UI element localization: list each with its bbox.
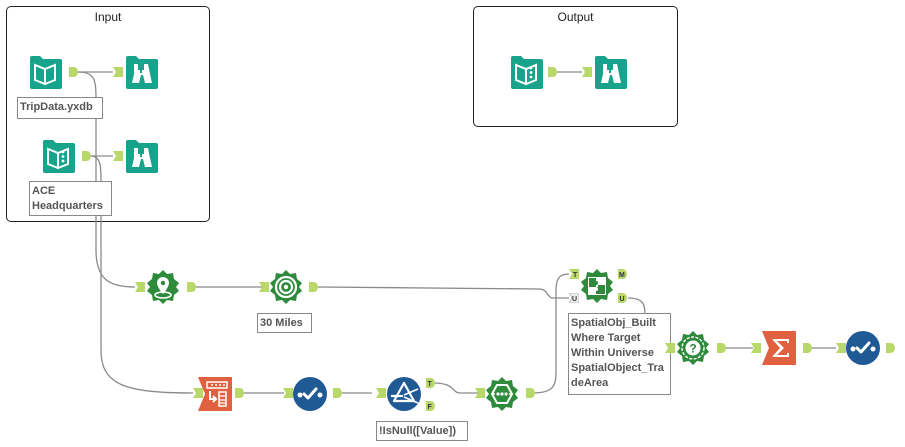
input-anchor[interactable] [283,388,293,398]
input-anchor[interactable] [665,343,675,353]
create-points-icon [147,270,179,304]
output-anchor[interactable] [333,388,342,398]
output-anchor[interactable] [82,151,91,161]
text-input-icon [511,56,543,89]
wire-tradearea-to-spatialmatch-universe [317,286,569,299]
transpose-icon [198,377,232,411]
input-anchor[interactable] [259,282,269,292]
spatial-match-target-anchor[interactable]: T [569,269,579,279]
output-anchor[interactable] [235,388,244,398]
select-tool-final[interactable] [845,330,881,366]
input-anchor[interactable] [475,388,485,398]
annotation-line: ACE [32,185,56,197]
spatial-match-unmatched-anchor[interactable]: U [618,293,627,303]
input-anchor[interactable] [582,67,592,77]
svg-text:F: F [428,404,433,411]
browse-icon [126,140,158,173]
annotation-trade-area: 30 Miles [257,313,312,333]
create-points-tool[interactable] [145,269,181,305]
filter-true-anchor[interactable]: T [426,378,435,388]
browse-tool-2[interactable] [123,138,159,174]
output-anchor[interactable] [309,282,318,292]
annotation-line: Where Target [571,332,641,344]
svg-text:U: U [620,296,625,303]
text-input-tool-ace[interactable] [40,138,76,174]
spatial-info-icon: ? [677,331,709,365]
svg-text:T: T [573,272,578,279]
svg-text:U: U [572,296,577,303]
input-container-title: Input [94,10,122,24]
input-anchor[interactable] [836,343,846,353]
filter-tool[interactable] [386,376,422,412]
input-anchor[interactable] [135,282,145,292]
browse-icon [126,56,158,89]
wire-spatialprocess-to-spatialmatch-target [531,273,570,394]
spatial-match-matched-anchor[interactable]: M [618,269,627,279]
annotation-line: deArea [571,377,609,389]
svg-text:?: ? [689,342,696,356]
browse-icon [595,56,627,89]
wire-filter-true-to-spatialprocess [433,382,478,394]
annotation-line: SpatialObj_Built [571,317,656,329]
select-tool-1[interactable] [292,376,328,412]
output-anchor[interactable] [886,343,895,353]
annotation-spatial-match: SpatialObj_Built Where Target Within Uni… [568,313,671,395]
browse-tool-output[interactable] [592,54,628,90]
select-icon [846,331,880,365]
text-input-tool-output[interactable] [508,54,544,90]
summarize-icon [762,331,796,365]
annotation-line: SpatialObject_Tra [571,362,664,374]
output-anchor[interactable] [803,343,812,353]
output-anchor[interactable] [717,343,726,353]
annotation-line: Within Universe [571,347,655,359]
input-data-tool-tripdata[interactable] [27,54,63,90]
svg-text:T: T [428,381,433,388]
spatial-match-tool[interactable] [579,268,615,304]
input-data-icon [30,56,62,89]
input-anchor[interactable] [193,388,203,398]
text-input-icon [43,140,75,173]
spatial-process-tool[interactable] [484,376,520,412]
output-anchor[interactable] [69,67,78,77]
annotation-line: Headquarters [32,200,103,212]
browse-tool-1[interactable] [123,54,159,90]
spatial-info-tool[interactable]: ? [675,330,711,366]
output-anchor[interactable] [526,388,535,398]
input-anchor[interactable] [751,343,761,353]
spatial-process-icon [486,377,518,411]
trade-area-icon [270,270,302,304]
input-anchor[interactable] [376,388,386,398]
filter-false-anchor[interactable]: F [426,401,435,411]
annotation-ace-headquarters: ACE Headquarters [29,181,112,216]
svg-text:M: M [619,272,625,279]
output-container-title: Output [557,10,594,24]
output-container[interactable]: Output [473,6,678,127]
output-anchor[interactable] [548,67,557,77]
select-icon [293,377,327,411]
spatial-match-universe-anchor[interactable]: U [569,293,579,303]
input-anchor[interactable] [113,151,123,161]
output-anchor[interactable] [187,282,196,292]
trade-area-tool[interactable] [268,269,304,305]
annotation-tripdata: TripData.yxdb [17,97,103,119]
annotation-filter: !IsNull([Value]) [376,421,468,441]
spatial-match-icon [581,269,613,303]
summarize-tool[interactable] [761,330,797,366]
input-anchor[interactable] [113,67,123,77]
transpose-tool[interactable] [197,376,233,412]
filter-icon [387,377,421,411]
